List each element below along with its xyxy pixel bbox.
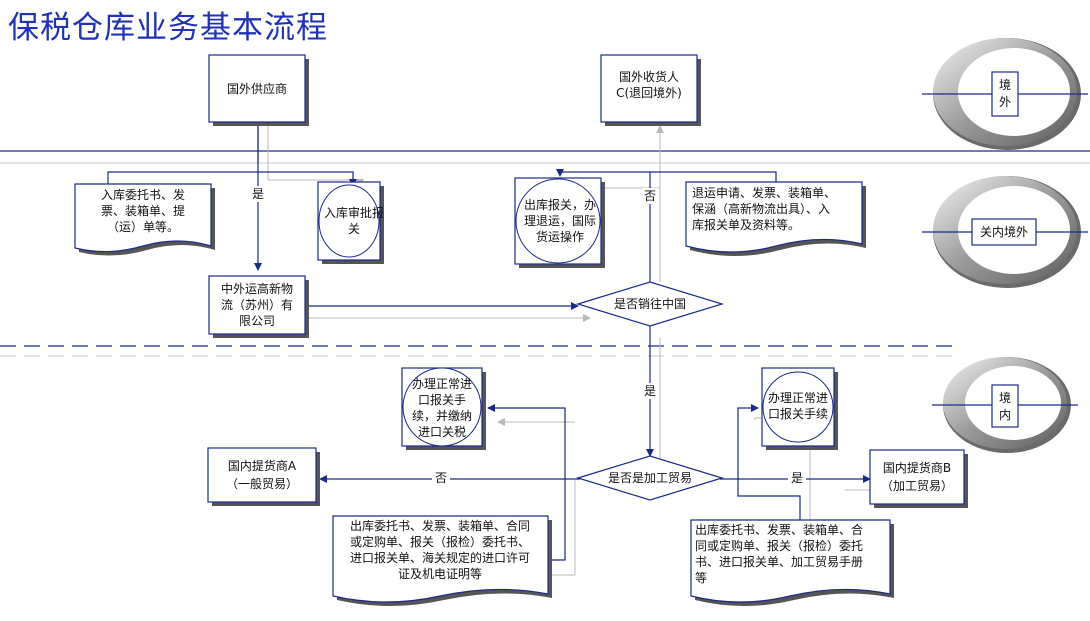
decision-sell-to-china-text: 是否销往中国 [614, 296, 686, 311]
node-company-text-0: 中外运高新物 [221, 281, 293, 296]
decision-processing-trade: 是否是加工贸易 [575, 455, 725, 501]
node-normal-import-text-0: 办理正常进 [768, 390, 828, 405]
doc-return-text-0: 退运申请、发票、装箱单、 [692, 185, 836, 200]
decision-processing-trade-text: 是否是加工贸易 [608, 471, 692, 485]
doc-return-text-1: 保涵（高新物流出具）、入 [692, 201, 830, 216]
edge-labels: 是 否 是 否 是 [250, 186, 806, 486]
node-normal-import-tax-text-1: 口报关手 [418, 392, 466, 407]
doc-inbound-text-1: 票、装箱单、提 [101, 203, 185, 218]
edge-label-yes-3: 是 [791, 471, 803, 485]
zone-marker-bonded: 关内境外 [922, 176, 1088, 288]
doc-inbound-text-0: 入库委托书、发 [101, 187, 185, 202]
node-normal-import-tax-text-0: 办理正常进 [412, 376, 472, 391]
edge-label-yes-2: 是 [644, 384, 656, 398]
node-outbound-return-text-2: 货运操作 [536, 229, 584, 244]
node-company-text-2: 限公司 [239, 314, 275, 328]
doc-general-text-0: 出库委托书、发票、装箱单、合同 [350, 518, 530, 533]
edge-label-no-2: 否 [435, 471, 447, 485]
zone-label-domestic-1: 境 [999, 390, 1011, 405]
zone-label-bonded: 关内境外 [980, 224, 1028, 239]
node-normal-import-tax: 办理正常进 口报关手 续，并缴纳 进口关税 [401, 367, 486, 450]
doc-general-text-2: 进口报关单、海关规定的进口许可 [350, 550, 530, 565]
node-inbound-approval: 入库审批报 关 [317, 181, 384, 264]
doc-processing-text-3: 等 [695, 571, 707, 585]
node-outbound-return: 出库报关，办 理退运，国际 货运操作 [514, 177, 605, 268]
doc-inbound-text-2: （运）单等。 [107, 220, 179, 234]
node-outbound-return-text-0: 出库报关，办 [524, 197, 596, 212]
edge-label-yes-1: 是 [252, 187, 264, 201]
page-title: 保税仓库业务基本流程 [8, 10, 328, 46]
node-buyer-a-text-0: 国内提货商A [228, 458, 297, 473]
node-buyer-b-text-1: （加工贸易） [881, 479, 953, 493]
doc-general-text-3: 证及机电证明等 [398, 567, 482, 581]
node-company-text-1: 流（苏州）有 [221, 298, 293, 312]
node-buyer-a-text-1: （一般贸易） [226, 476, 298, 491]
doc-general-text-1: 或定购单、报关（报检）委托书、 [350, 534, 530, 549]
node-outbound-return-text-1: 理退运，国际 [524, 214, 596, 228]
node-inbound-approval-text-1: 关 [348, 222, 360, 236]
doc-processing-trade: 出库委托书、发票、装箱单、合 同或定购单、报关（报检）委托 书、进口报关单、加工… [690, 519, 894, 606]
node-normal-import: 办理正常进 口报关手续 [761, 367, 838, 450]
decision-sell-to-china: 是否销往中国 [575, 281, 725, 327]
node-normal-import-tax-text-3: 进口关税 [418, 425, 466, 439]
node-buyer-b-text-0: 国内提货商B [883, 460, 951, 475]
node-buyer-a: 国内提货商A （一般贸易） [207, 447, 320, 506]
edge-label-no-1: 否 [644, 189, 656, 203]
zone-label-domestic-2: 内 [999, 408, 1011, 422]
zone-label-outside-1: 境 [999, 77, 1011, 92]
doc-general-trade: 出库委托书、发票、装箱单、合同 或定购单、报关（报检）委托书、 进口报关单、海关… [332, 515, 552, 606]
node-buyer-b: 国内提货商B （加工贸易） [869, 449, 968, 508]
node-supplier-text: 国外供应商 [227, 81, 287, 96]
node-consignee-text-0: 国外收货人 [619, 69, 679, 84]
doc-processing-text-2: 书、进口报关单、加工贸易手册 [695, 554, 863, 569]
node-inbound-approval-text-0: 入库审批报 [324, 205, 384, 220]
doc-processing-text-1: 同或定购单、报关（报检）委托 [695, 538, 863, 553]
zone-separators [0, 150, 1090, 357]
doc-return-text-2: 库报关单及资料等。 [692, 217, 800, 232]
zone-marker-outside: 境 外 [922, 38, 1088, 150]
node-supplier: 国外供应商 [208, 54, 309, 126]
doc-processing-text-0: 出库委托书、发票、装箱单、合 [695, 522, 863, 537]
node-company: 中外运高新物 流（苏州）有 限公司 [208, 275, 309, 338]
node-normal-import-text-1: 口报关手续 [768, 406, 828, 421]
doc-inbound: 入库委托书、发 票、装箱单、提 （运）单等。 [74, 183, 215, 256]
node-consignee: 国外收货人 C(退回境外) [600, 54, 701, 126]
zone-marker-domestic: 境 内 [932, 357, 1078, 453]
node-normal-import-tax-text-2: 续，并缴纳 [412, 408, 472, 423]
zone-label-outside-2: 外 [999, 95, 1011, 109]
node-consignee-text-1: C(退回境外) [616, 85, 682, 100]
doc-return: 退运申请、发票、装箱单、 保涵（高新物流出具）、入 库报关单及资料等。 [685, 181, 866, 256]
